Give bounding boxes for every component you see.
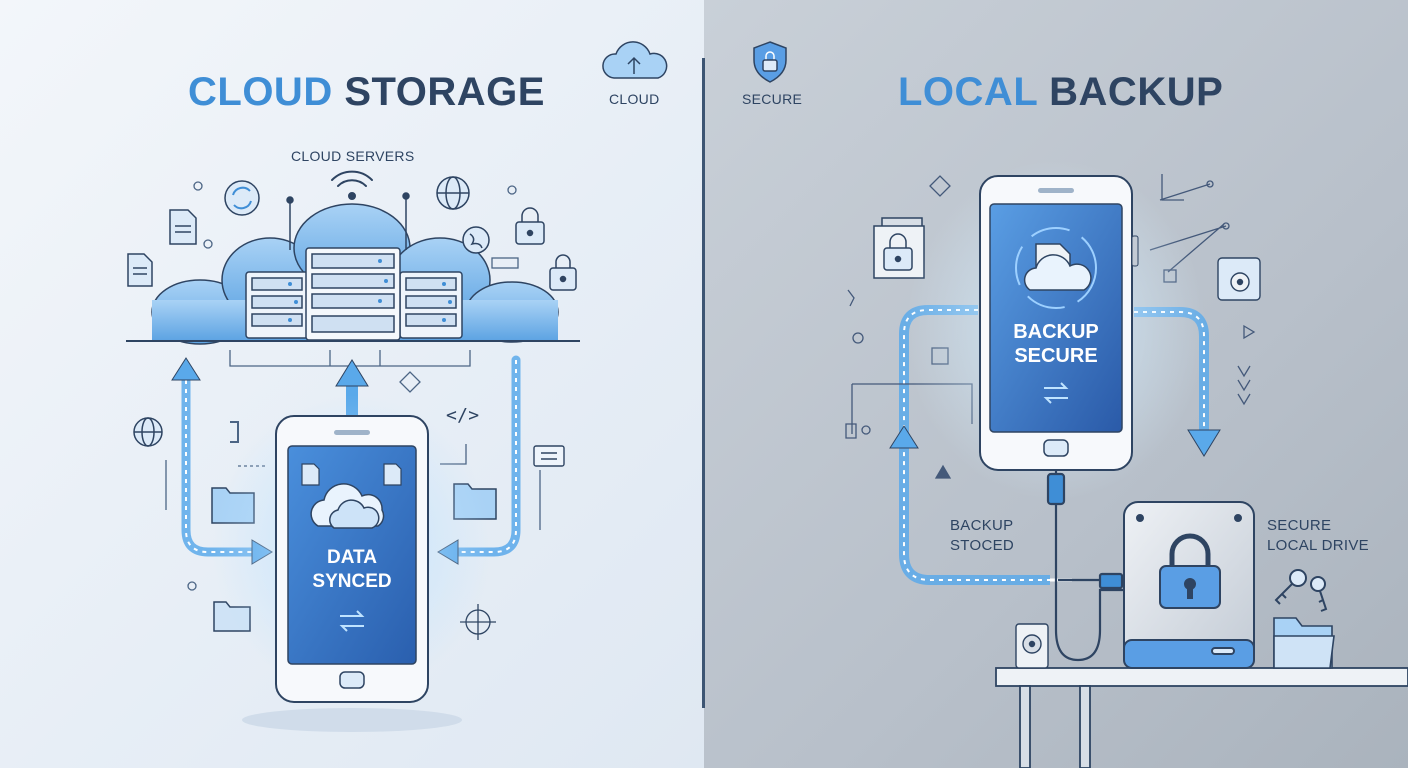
server-racks bbox=[245, 192, 463, 341]
cloud-servers-label: CLOUD SERVERS bbox=[291, 148, 415, 164]
globe-icon bbox=[462, 226, 490, 254]
backup-stored-label: BACKUP STOCED bbox=[950, 516, 1014, 556]
cloud-storage-title: CLOUD STORAGE bbox=[188, 70, 545, 115]
swap-arrows-icon bbox=[339, 610, 365, 632]
title-rest: BACKUP bbox=[1049, 70, 1224, 114]
padlock-icon bbox=[549, 254, 577, 291]
secure-local-drive-label: SECURE LOCAL DRIVE bbox=[1267, 516, 1369, 556]
cloud-label: CLOUD bbox=[609, 91, 660, 107]
title-accent: CLOUD bbox=[188, 70, 333, 114]
local-backup-title: LOCAL BACKUP bbox=[898, 70, 1223, 115]
cloud-icon bbox=[310, 483, 385, 529]
document-icon bbox=[169, 209, 197, 245]
phone-line-1: DATA bbox=[327, 547, 377, 568]
phone-line-1: BACKUP bbox=[1013, 321, 1099, 343]
globe-icon bbox=[436, 176, 470, 210]
phone-line-2: SYNCED bbox=[312, 571, 392, 592]
document-icon bbox=[127, 253, 153, 287]
cloud-storage-graphics bbox=[126, 170, 580, 732]
label-line-2: STOCED bbox=[950, 537, 1015, 554]
label-line-2: LOCAL DRIVE bbox=[1267, 537, 1369, 554]
label-line-1: BACKUP bbox=[950, 517, 1014, 534]
code-icon: </> bbox=[446, 405, 480, 426]
padlock-icon bbox=[515, 207, 545, 245]
transfer-icon bbox=[533, 445, 565, 467]
title-rest: STORAGE bbox=[344, 70, 545, 114]
sync-icon bbox=[224, 180, 260, 216]
secure-label: SECURE bbox=[742, 91, 803, 107]
backup-secure-text: BACKUP SECURE bbox=[990, 320, 1122, 368]
center-divider bbox=[702, 58, 705, 708]
wifi-icon bbox=[331, 170, 373, 200]
phone-line-2: SECURE bbox=[1014, 345, 1098, 367]
document-icon bbox=[301, 463, 402, 486]
title-accent: LOCAL bbox=[898, 70, 1038, 114]
label-line-1: SECURE bbox=[1267, 517, 1332, 534]
data-synced-text: DATA SYNCED bbox=[288, 546, 416, 594]
globe-icon bbox=[133, 417, 163, 447]
local-backup-panel bbox=[704, 0, 1408, 768]
phone-shadow bbox=[242, 708, 462, 732]
